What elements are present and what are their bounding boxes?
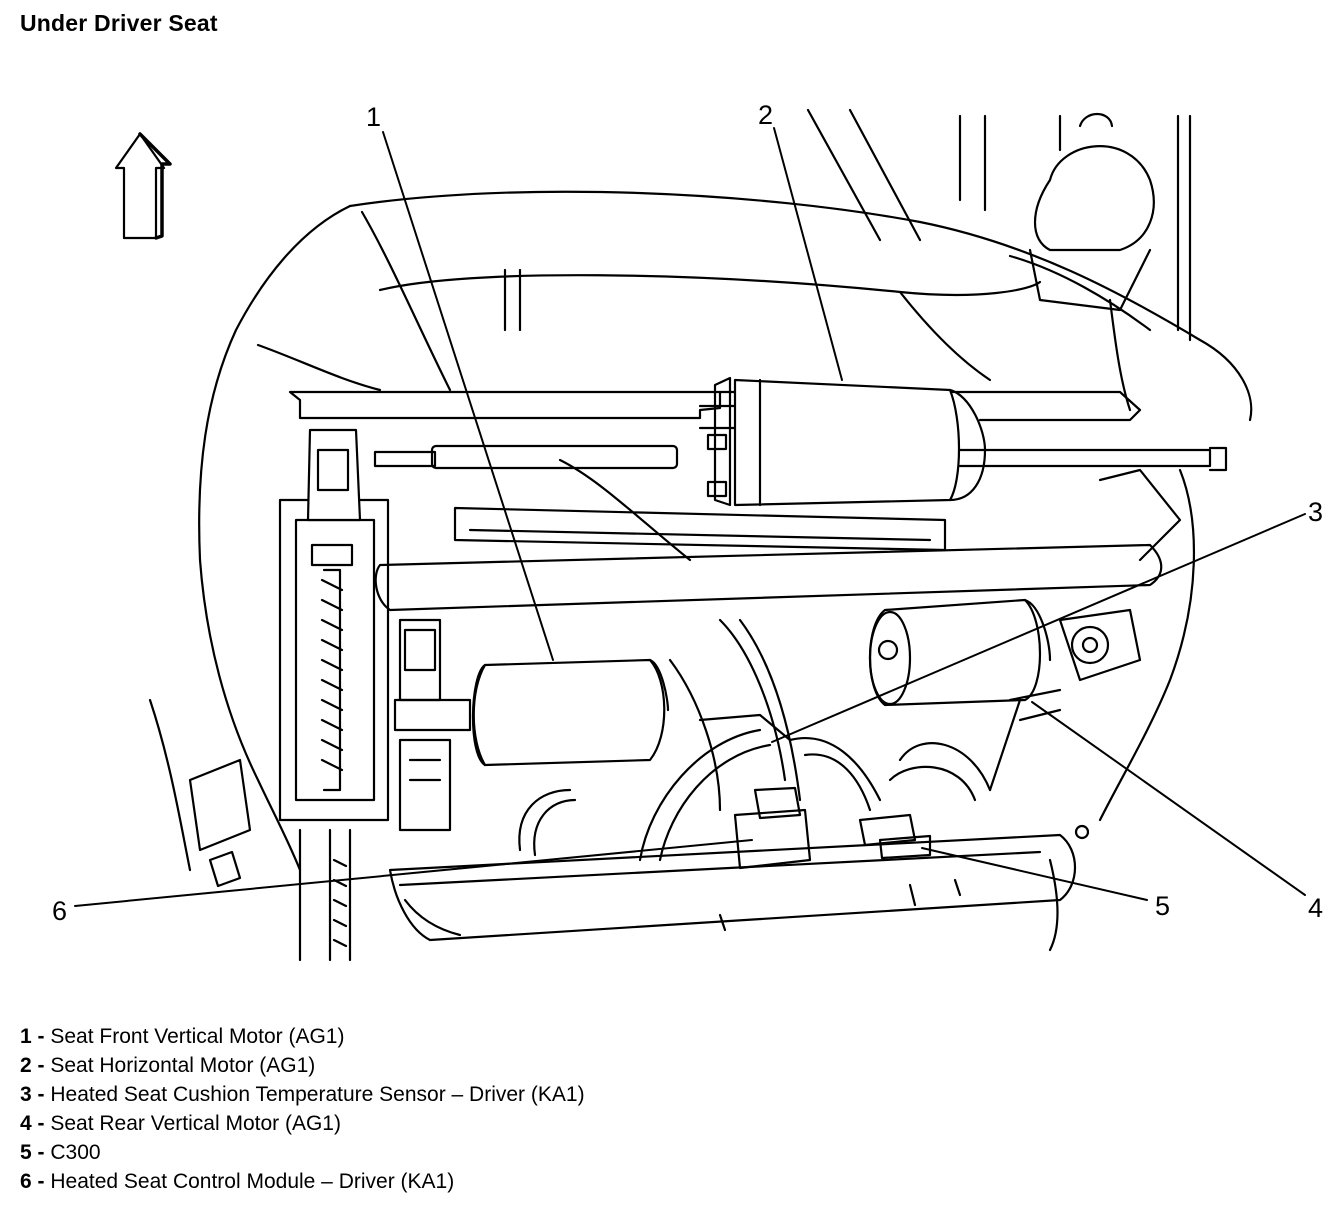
callout-4: 4	[1308, 893, 1323, 923]
legend-list: 1 - Seat Front Vertical Motor (AG1) 2 - …	[20, 1022, 585, 1196]
callout-2: 2	[758, 100, 773, 130]
leader-line-4	[1031, 701, 1306, 896]
legend-text: Heated Seat Cushion Temperature Sensor –…	[50, 1083, 585, 1106]
legend-number: 5	[20, 1141, 32, 1164]
seat-base	[148, 468, 1196, 952]
legend-item: 5 - C300	[20, 1138, 585, 1167]
legend-number: 3	[20, 1083, 32, 1106]
page-title: Under Driver Seat	[20, 10, 218, 36]
seat-front-vertical-motor	[393, 618, 670, 832]
legend-separator: -	[31, 1083, 51, 1106]
legend-separator: -	[31, 1054, 51, 1077]
legend-text: Seat Rear Vertical Motor (AG1)	[50, 1112, 341, 1135]
legend-separator: -	[31, 1025, 51, 1048]
legend-item: 3 - Heated Seat Cushion Temperature Sens…	[20, 1080, 585, 1109]
up-arrow-icon	[114, 132, 172, 240]
left-track	[278, 428, 390, 962]
seat-horizontal-motor	[706, 376, 987, 507]
callout-3: 3	[1308, 497, 1323, 527]
leader-line-3	[771, 513, 1306, 743]
seat-diagram: 1 2 3 4 5 6	[52, 100, 1323, 962]
legend-item: 4 - Seat Rear Vertical Motor (AG1)	[20, 1109, 585, 1138]
seat-back-frame	[806, 108, 1192, 342]
legend-item: 6 - Heated Seat Control Module – Driver …	[20, 1167, 585, 1196]
leader-lines	[74, 127, 1306, 907]
legend-item: 2 - Seat Horizontal Motor (AG1)	[20, 1051, 585, 1080]
legend-separator: -	[31, 1170, 51, 1193]
callout-6: 6	[52, 896, 67, 926]
legend-text: Seat Front Vertical Motor (AG1)	[50, 1025, 345, 1048]
seat-cushion	[198, 190, 1253, 872]
leader-line-2	[773, 127, 843, 381]
heated-seat-control-module	[733, 786, 932, 870]
legend-item: 1 - Seat Front Vertical Motor (AG1)	[20, 1022, 585, 1051]
legend-separator: -	[31, 1141, 51, 1164]
leader-line-5	[921, 847, 1148, 901]
callout-5: 5	[1155, 891, 1170, 921]
leader-line-6	[74, 839, 753, 907]
legend-text: C300	[50, 1141, 101, 1164]
wiring-harness	[518, 458, 1062, 862]
legend-number: 2	[20, 1054, 32, 1077]
legend-text: Seat Horizontal Motor (AG1)	[50, 1054, 316, 1077]
leader-line-1	[382, 131, 554, 661]
legend-separator: -	[31, 1112, 51, 1135]
legend-text: Heated Seat Control Module – Driver (KA1…	[50, 1170, 455, 1193]
legend-number: 6	[20, 1170, 32, 1193]
seat-rear-vertical-motor	[868, 598, 1142, 707]
lower-cross-bar	[374, 506, 1163, 612]
legend-number: 1	[20, 1025, 32, 1048]
legend-number: 4	[20, 1112, 32, 1135]
callout-1: 1	[366, 102, 381, 132]
